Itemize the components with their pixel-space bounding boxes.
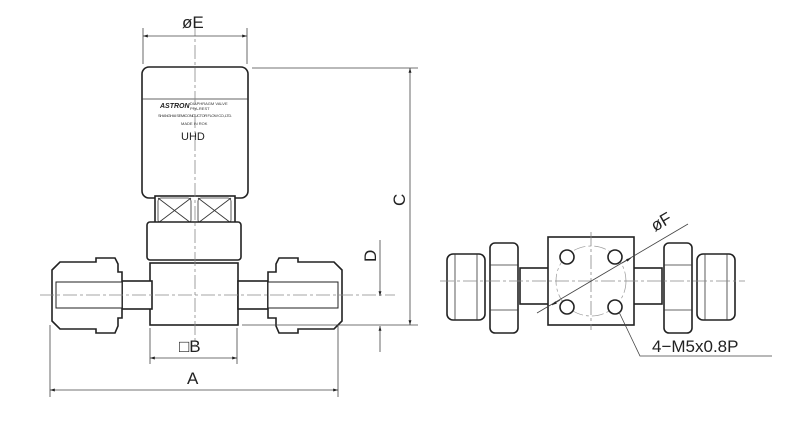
right-hex <box>663 242 693 334</box>
dim-label-D: D <box>361 250 380 262</box>
dim-label-E: øE <box>182 13 204 32</box>
dim-label-A: A <box>187 369 199 388</box>
valve-body <box>149 262 239 326</box>
right-nut <box>696 253 736 321</box>
svg-text:ASTRON: ASTRON <box>159 103 191 110</box>
dim-label-B: □B <box>179 337 201 356</box>
bonnet <box>146 221 242 261</box>
front-view: ASTRON DIAPHRAGM VALVE PFA-REST SHANGHAI… <box>40 13 418 397</box>
nameplate-line1: DIAPHRAGM VALVE <box>190 101 228 106</box>
mounting-holes <box>559 249 623 315</box>
top-view: øF 4−M5x0.8P <box>440 209 772 357</box>
dim-label-C: C <box>390 194 409 206</box>
left-hex <box>489 242 519 334</box>
nameplate-model: UHD <box>181 131 205 143</box>
nameplate-origin: MADE IN ROK <box>181 121 208 126</box>
left-nut <box>446 253 486 321</box>
dim-label-F: øF <box>648 209 675 236</box>
nameplate-line2: PFA-REST <box>190 106 210 111</box>
thread-callout: 4−M5x0.8P <box>652 337 738 356</box>
